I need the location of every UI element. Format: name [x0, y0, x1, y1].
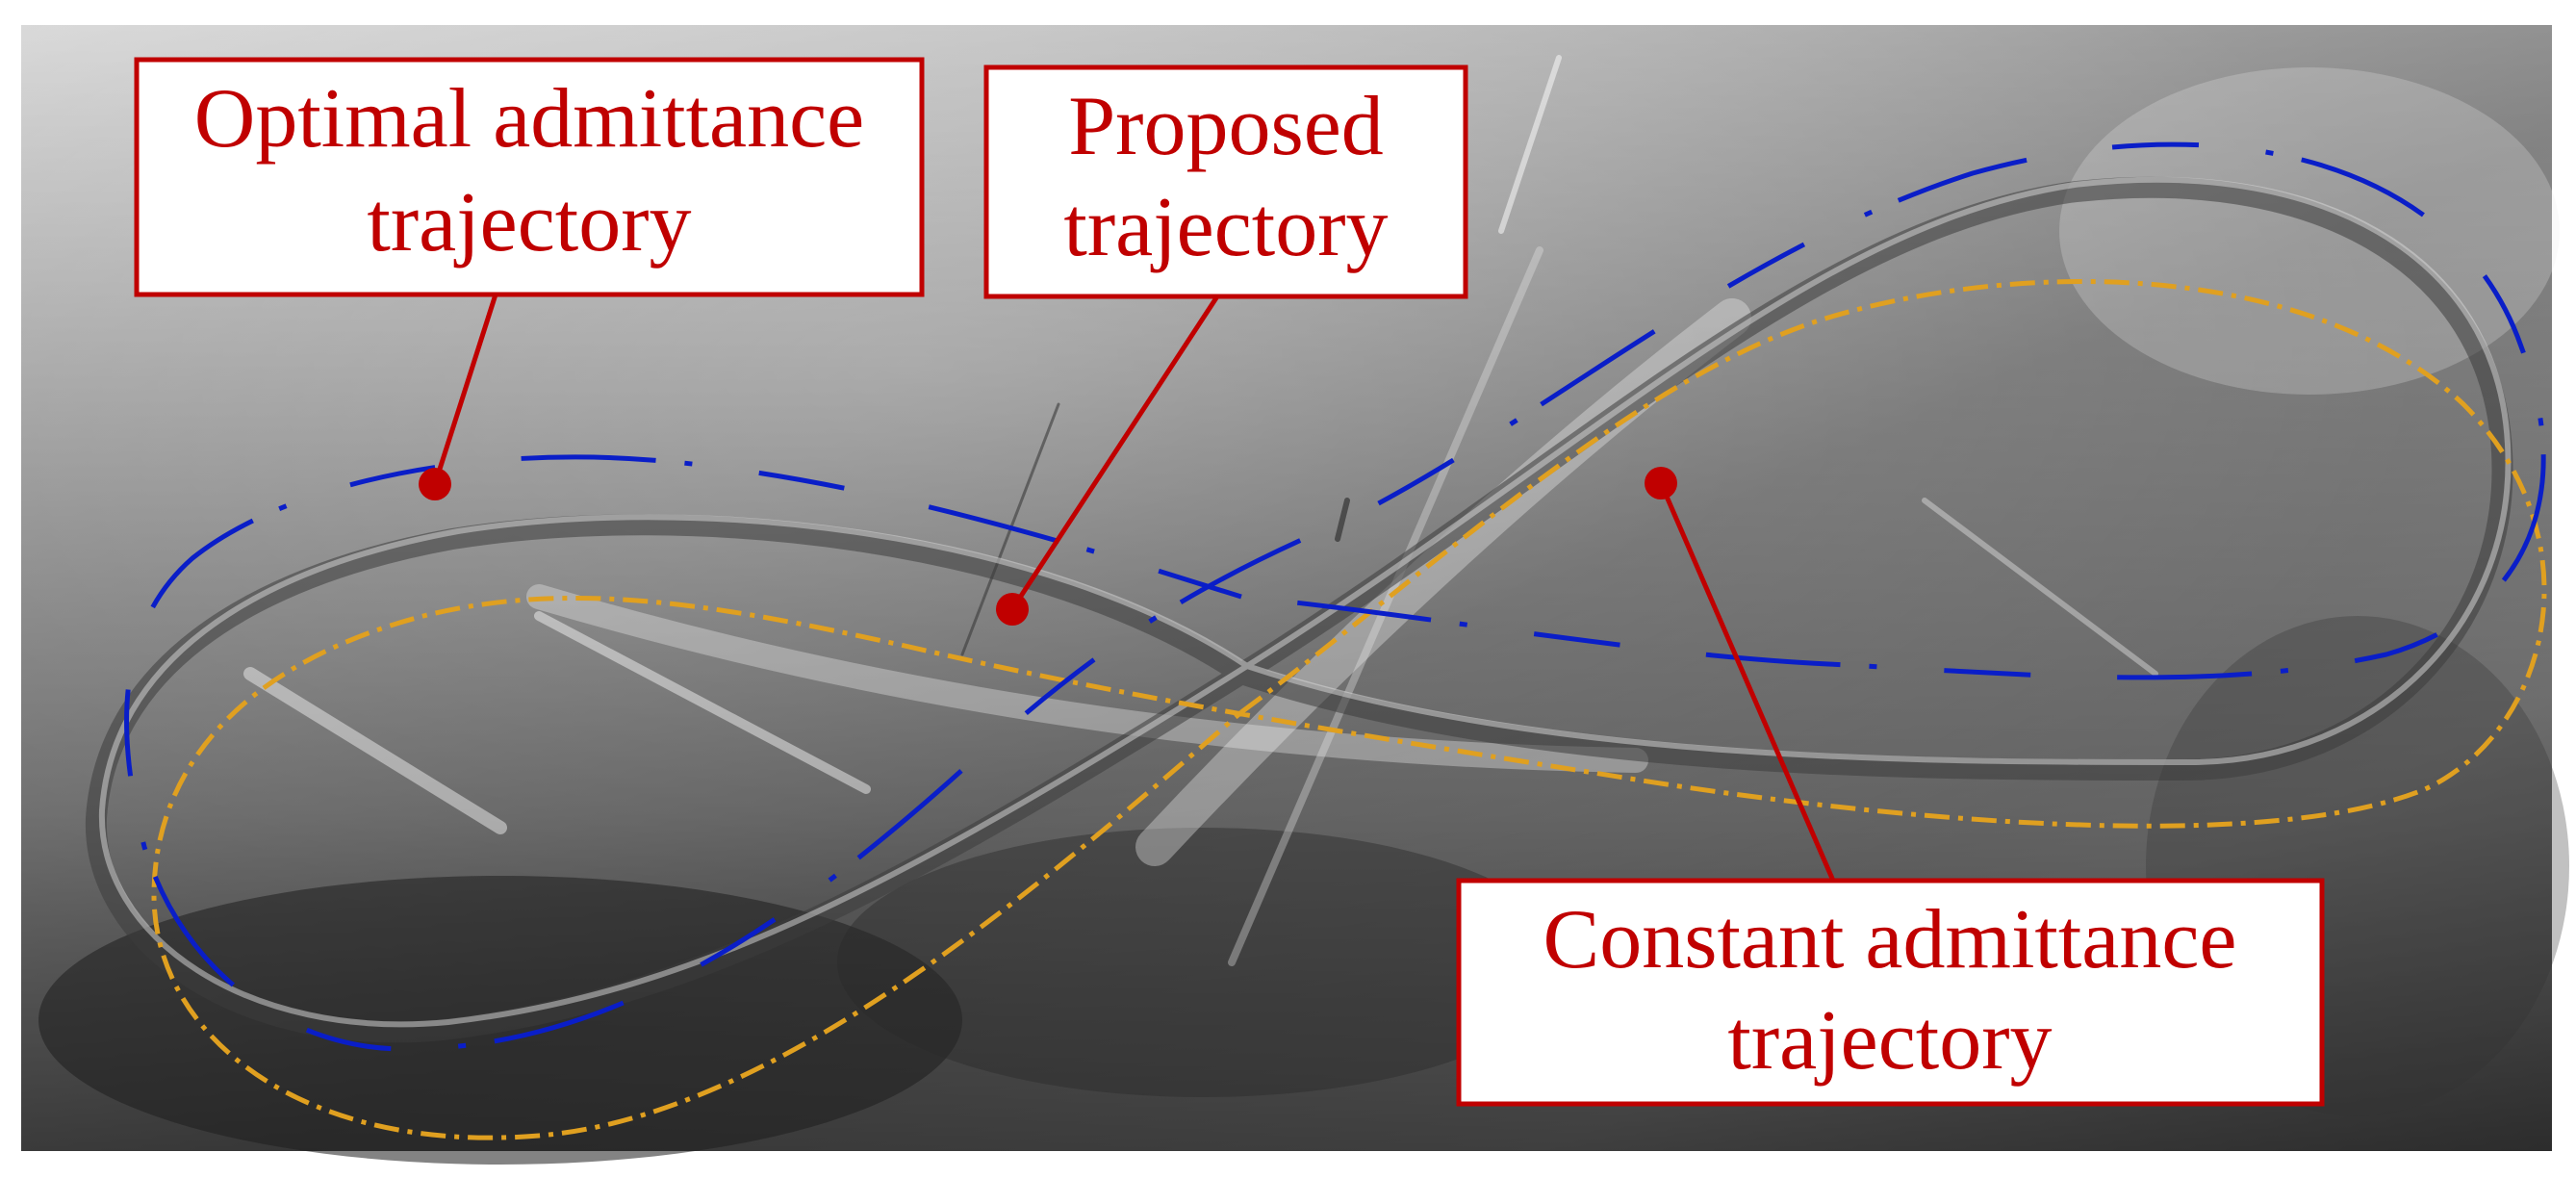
optimal-callout-marker — [419, 468, 451, 500]
optimal-callout-leader — [432, 294, 498, 485]
constant-label-box — [1456, 878, 2325, 1107]
proposed-callout-marker — [996, 593, 1029, 626]
constant-callout-marker — [1645, 467, 1677, 499]
constant-admittance-callout: Constant admittance trajectory — [1456, 467, 2325, 1107]
proposed-label-box — [983, 64, 1468, 299]
proposed-callout: Proposed trajectory — [983, 64, 1468, 626]
optimal-label-line2: trajectory — [367, 176, 691, 269]
proposed-label-line1: Proposed — [1068, 80, 1384, 173]
constant-admittance-trajectory-curve — [151, 279, 2547, 1140]
constant-label-line1: Constant admittance — [1543, 893, 2237, 986]
optimal-admittance-callout: Optimal admittance trajectory — [134, 57, 925, 500]
proposed-callout-leader — [1009, 294, 1220, 611]
optimal-label-box — [134, 57, 925, 297]
optimal-label-line1: Optimal admittance — [194, 72, 864, 166]
constant-label-line2: trajectory — [1727, 994, 2052, 1088]
optimal-admittance-trajectory-curve — [124, 141, 2546, 1052]
machined-groove — [85, 176, 2513, 1043]
proposed-label-line2: trajectory — [1063, 181, 1388, 274]
constant-callout-leader — [1658, 482, 1836, 882]
